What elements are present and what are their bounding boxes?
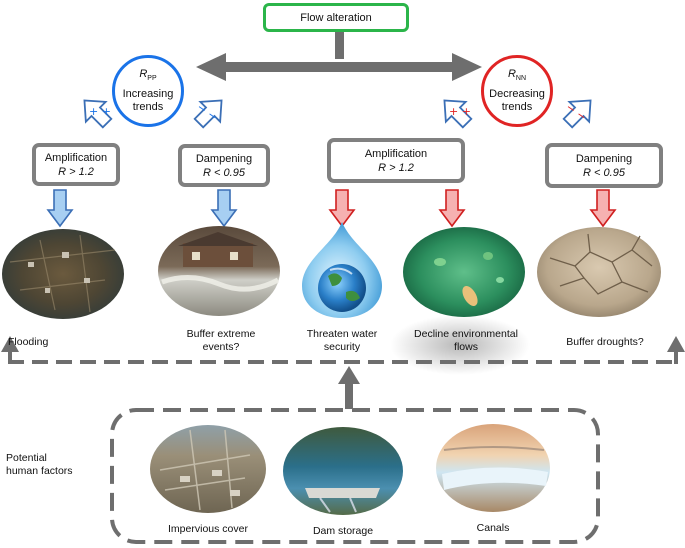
human-factors-title: Potential human factors	[6, 452, 73, 477]
down-arrow-droughts	[589, 189, 617, 228]
increasing-trends-circle: RPP Increasing trends	[112, 55, 184, 127]
left-up-arrow	[1, 336, 19, 352]
decreasing-label-line1: Decreasing	[489, 87, 545, 100]
right-up-arrow	[667, 336, 685, 352]
torrent-image	[158, 226, 280, 316]
flow-down-stem	[335, 32, 344, 59]
human-factors-up-arrow	[338, 366, 360, 384]
factor-label-canals: Canals	[476, 522, 510, 534]
decreasing-label-line2: trends	[501, 100, 533, 113]
effect-box-amplification-left: Amplification R > 1.2	[32, 143, 120, 186]
outcome-label-flooding: Flooding	[8, 336, 49, 348]
effect-box-dampening-left: Dampening R < 0.95	[178, 144, 270, 187]
double-headed-arrow	[196, 53, 482, 81]
down-arrow-water-security	[328, 189, 356, 228]
effect-condition: R > 1.2	[58, 165, 94, 178]
rpp-symbol: RPP	[139, 68, 157, 83]
dampen-arrow-right	[562, 99, 592, 129]
flooding-image	[2, 229, 124, 319]
effect-box-amplification-right: Amplification R > 1.2	[327, 138, 465, 183]
plus-symbol-right: + +	[449, 105, 471, 118]
effect-title: Amplification	[364, 147, 428, 160]
down-arrow-env-flows	[438, 189, 466, 228]
outcome-label-droughts: Buffer droughts?	[566, 336, 644, 348]
outcome-label-env-flows: Decline environmental flows	[414, 328, 518, 353]
down-arrow-flooding	[46, 189, 74, 228]
amplify-arrow-right	[443, 99, 473, 129]
effect-title: Dampening	[575, 152, 633, 165]
down-arrow-buffer-extreme	[210, 189, 238, 228]
rnn-symbol: RNN	[507, 68, 527, 83]
dry-earth-image	[537, 227, 661, 317]
water-drop-earth-image	[302, 222, 382, 318]
effect-title: Amplification	[44, 151, 108, 164]
effect-title: Dampening	[195, 152, 253, 165]
human-factors-box	[110, 408, 600, 544]
outcome-label-buffer-extreme: Buffer extreme events?	[186, 328, 256, 353]
increasing-label-line2: trends	[132, 100, 164, 113]
river-fish-image	[403, 227, 525, 317]
plus-symbol-left: + +	[89, 105, 111, 118]
impervious-cover-image	[150, 425, 266, 513]
dampen-arrow-left	[193, 99, 223, 129]
factor-label-impervious: Impervious cover	[168, 523, 248, 535]
effect-condition: R > 1.2	[378, 161, 414, 174]
flow-alteration-box: Flow alteration	[263, 3, 409, 32]
factor-label-dam: Dam storage	[312, 525, 374, 537]
canals-image	[436, 424, 550, 512]
increasing-label-line1: Increasing	[122, 87, 174, 100]
human-factors-up-stem	[345, 382, 353, 409]
dam-storage-image	[283, 427, 403, 515]
effect-condition: R < 0.95	[583, 166, 625, 179]
flow-alteration-label: Flow alteration	[300, 11, 372, 24]
effect-box-dampening-right: Dampening R < 0.95	[545, 143, 663, 188]
decreasing-trends-circle: RNN Decreasing trends	[481, 55, 553, 127]
effect-condition: R < 0.95	[203, 166, 245, 179]
outcome-label-water-security: Threaten water security	[306, 328, 378, 353]
amplify-arrow-left	[83, 99, 113, 129]
